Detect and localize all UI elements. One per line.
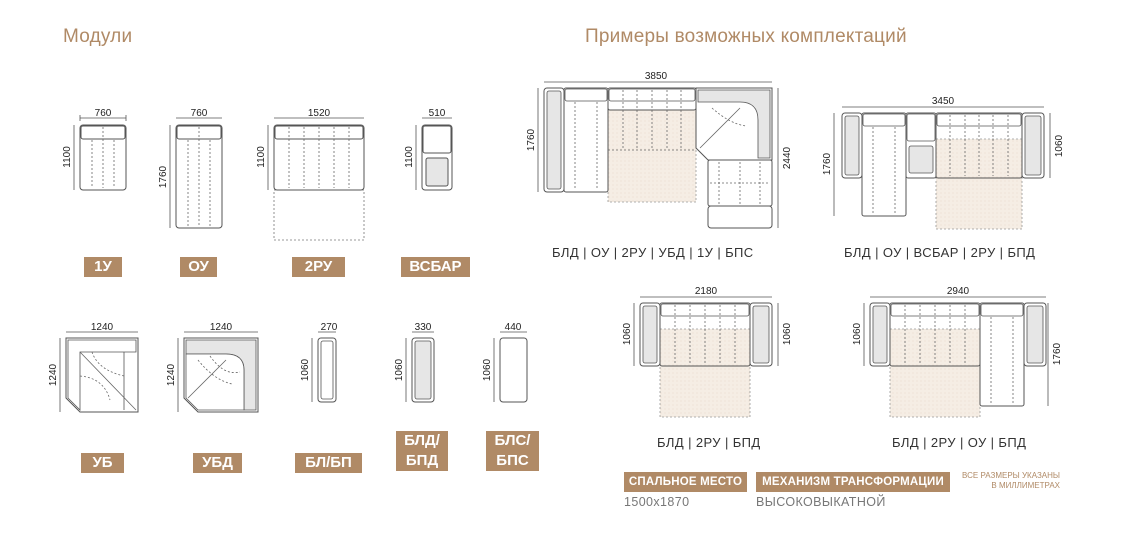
module-bls-bps-height: 1060 (482, 358, 493, 381)
mechanism-label: МЕХАНИЗМ ТРАНСФОРМАЦИИ (756, 472, 950, 492)
example-2-width: 3450 (932, 96, 955, 107)
example-3-height-left: 1060 (622, 322, 633, 345)
example-1-width: 3850 (645, 71, 668, 82)
module-label-bls-bps: БЛС/ БПС (486, 431, 539, 471)
module-label-vsbar: ВСБАР (401, 257, 470, 277)
module-label-1u: 1У (84, 257, 122, 277)
sleeping-area-label: СПАЛЬНОЕ МЕСТО (624, 472, 747, 492)
module-ou-width: 760 (191, 108, 208, 119)
module-bl-bp-height: 1060 (300, 358, 311, 381)
units-note-line2: В МИЛЛИМЕТРАХ (991, 481, 1060, 490)
example-2-height-left: 1760 (822, 152, 833, 175)
module-bld-bpd-width: 330 (415, 322, 432, 333)
module-label-bld-bpd-line1: БЛД/ (404, 432, 440, 449)
module-ub-height: 1240 (48, 363, 59, 386)
example-3-height-right: 1060 (782, 322, 793, 345)
module-label-bl-bp: БЛ/БП (295, 453, 362, 473)
example-4-width: 2940 (947, 286, 970, 297)
module-bls-bps-drawing: 440 1060 (482, 322, 528, 403)
sleeping-area-value: 1500x1870 (624, 495, 690, 509)
module-label-ub: УБ (81, 453, 124, 473)
module-label-2ru: 2РУ (292, 257, 345, 277)
example-3-caption: БЛД | 2РУ | БПД (657, 435, 761, 450)
module-bld-bpd-height: 1060 (394, 358, 405, 381)
module-label-bls-bps-line1: БЛС/ (494, 432, 531, 449)
example-4-height-left: 1060 (852, 322, 863, 345)
module-ub-width: 1240 (91, 322, 114, 333)
units-note: ВСЕ РАЗМЕРЫ УКАЗАНЫ В МИЛЛИМЕТРАХ (910, 471, 1060, 491)
module-1u-height: 1100 (62, 146, 73, 168)
module-1u-width: 760 (95, 108, 112, 119)
example-1-height-left: 1760 (526, 128, 537, 151)
example-2-caption: БЛД | ОУ | ВСБАР | 2РУ | БПД (844, 245, 1036, 260)
module-vsbar-height: 1100 (404, 146, 415, 168)
module-bl-bp-width: 270 (321, 322, 338, 333)
module-ubd-width: 1240 (210, 322, 233, 333)
example-1-height-right: 2440 (782, 146, 793, 169)
module-ou-height: 1760 (158, 165, 169, 188)
module-label-bld-bpd-line2: БПД (405, 452, 439, 469)
module-label-ou: ОУ (180, 257, 217, 277)
example-3-width: 2180 (695, 286, 718, 297)
example-4-drawing: 2940 1060 1760 (852, 286, 1063, 418)
example-2-drawing: 3450 1760 1060 (822, 96, 1065, 230)
module-bl-bp-drawing: 270 1060 (300, 322, 338, 403)
example-1-caption: БЛД | ОУ | 2РУ | УБД | 1У | БПС (552, 245, 754, 260)
modules-title: Модули (63, 26, 133, 47)
example-3-drawing: 2180 1060 1060 (622, 286, 793, 418)
module-2ru-width: 1520 (308, 108, 331, 119)
mechanism-value: ВЫСОКОВЫКАТНОЙ (756, 495, 886, 509)
module-1u-drawing: 760 1100 (62, 108, 127, 191)
module-2ru-height: 1100 (256, 146, 267, 168)
module-ub-drawing: 1240 1240 (48, 322, 139, 413)
module-ubd-drawing: 1240 1240 (166, 322, 259, 413)
units-note-line1: ВСЕ РАЗМЕРЫ УКАЗАНЫ (962, 471, 1060, 480)
module-label-bls-bps-line2: БПС (496, 452, 529, 469)
module-ubd-height: 1240 (166, 363, 177, 386)
module-ou-drawing: 760 1760 (158, 108, 223, 229)
module-bld-bpd-drawing: 330 1060 (394, 322, 435, 403)
module-vsbar-width: 510 (429, 108, 446, 119)
examples-title: Примеры возможных комплектаций (585, 26, 907, 47)
example-1-drawing: 3850 1760 2440 (526, 71, 793, 229)
module-label-ubd: УБД (193, 453, 242, 473)
module-label-bld-bpd: БЛД/ БПД (396, 431, 448, 471)
module-vsbar-drawing: 510 1100 (404, 108, 453, 191)
example-2-height-right: 1060 (1054, 134, 1065, 157)
module-2ru-drawing: 1520 1100 (256, 108, 365, 241)
example-4-height-right: 1760 (1052, 342, 1063, 365)
module-bls-bps-width: 440 (505, 322, 522, 333)
example-4-caption: БЛД | 2РУ | ОУ | БПД (892, 435, 1027, 450)
